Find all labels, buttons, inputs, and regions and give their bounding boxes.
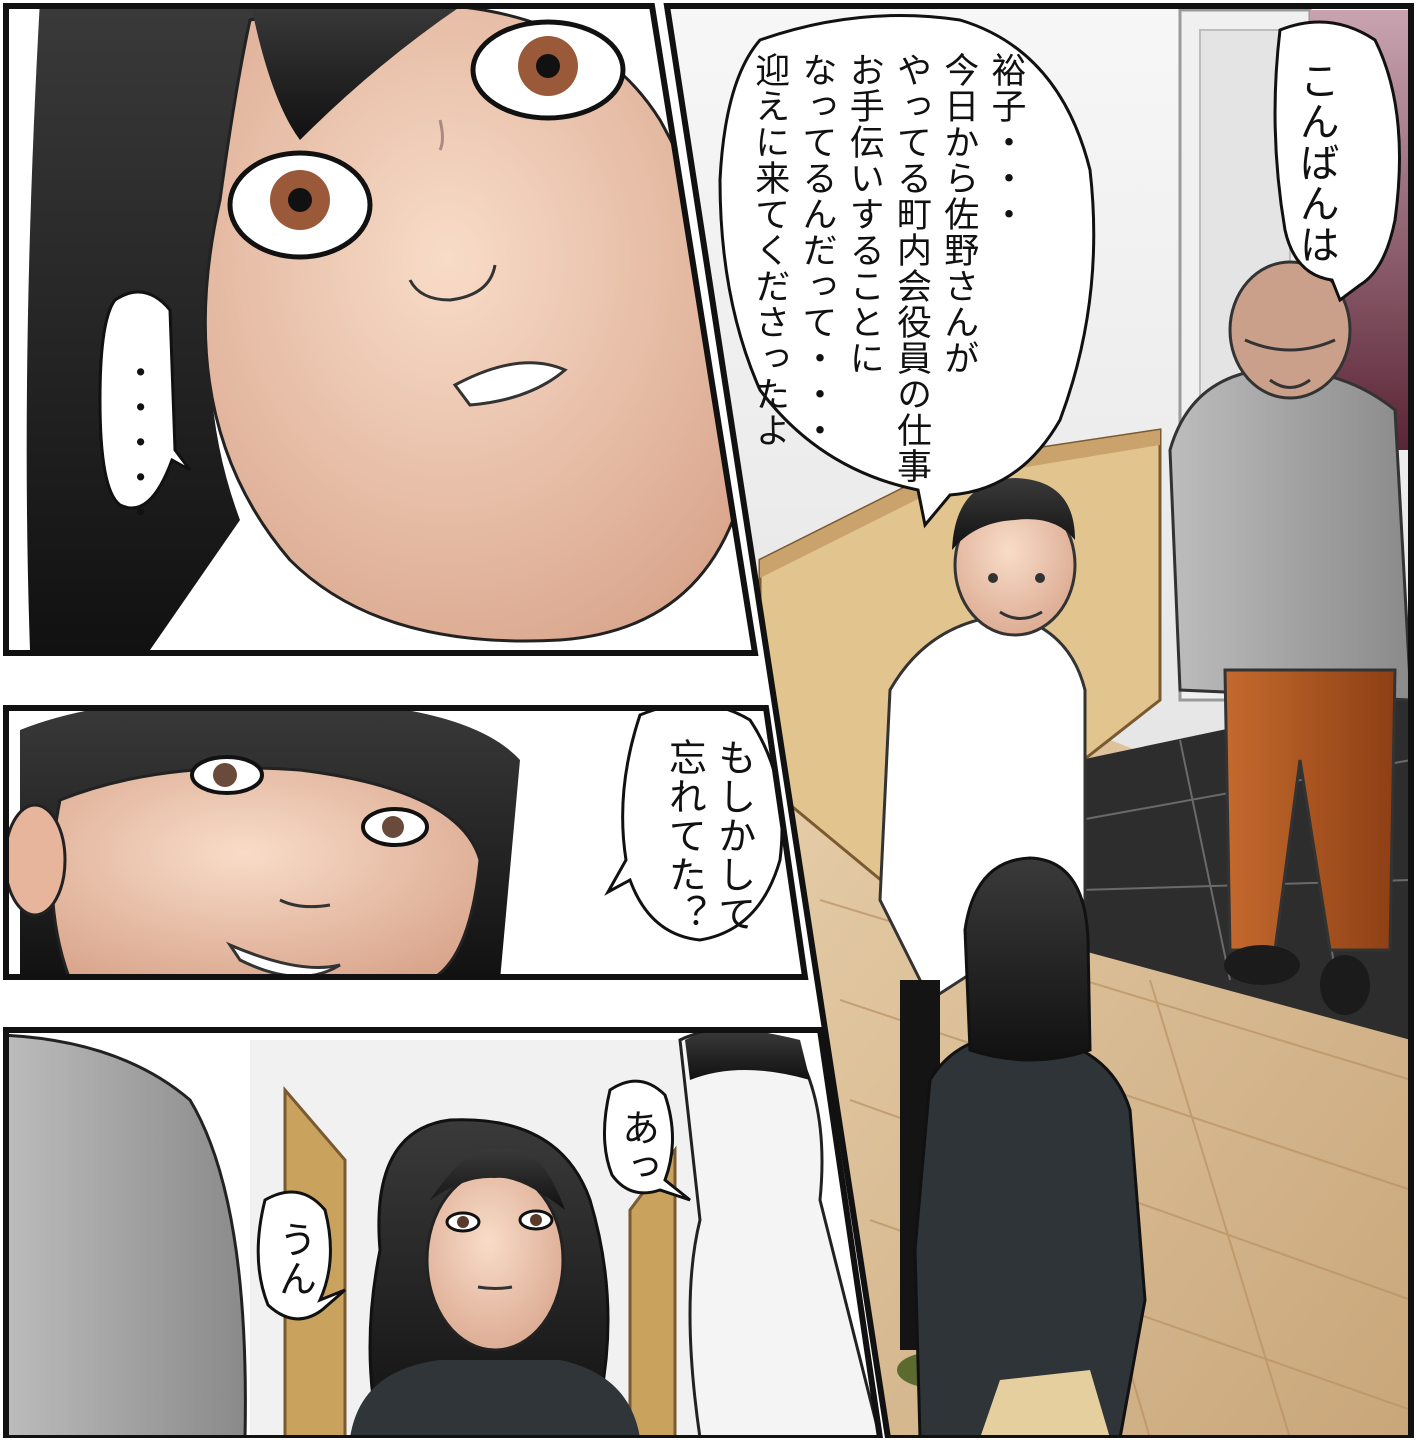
panel-hallway [6, 1030, 880, 1438]
panel-husband-closeup [6, 708, 805, 977]
panel-wife-closeup [6, 6, 755, 653]
speech-yes: うん [272, 1220, 317, 1298]
speech-silence: ・・・・・ [117, 355, 158, 530]
speech-question: もしかして 忘れてた？ [662, 738, 756, 933]
bubble-explanation [718, 14, 1096, 529]
bubble-greeting [1273, 20, 1401, 303]
old-man [1168, 260, 1411, 1015]
speech-greeting: こんばんは [1292, 60, 1339, 265]
wife-back [913, 856, 1147, 1438]
speech-ah: あっ [615, 1108, 660, 1186]
speech-explanation: 裕子・・・ 今日から佐野さんが やってる町内会役員の仕事 お手伝いすることに な… [749, 52, 1026, 484]
